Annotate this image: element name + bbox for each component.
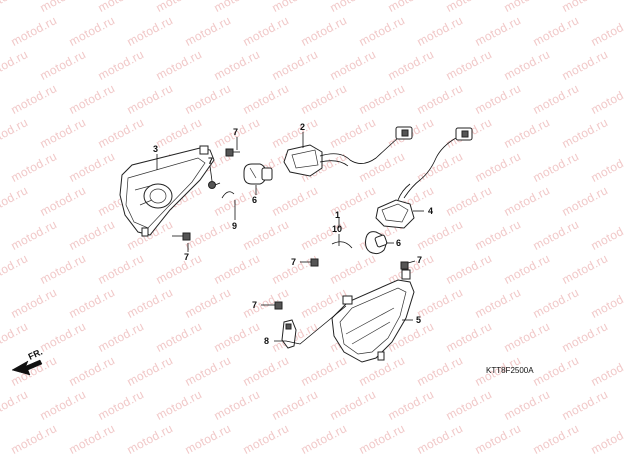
right-turn-signal-housing <box>331 269 415 363</box>
screw-7b <box>208 181 221 189</box>
callout-1: 1 <box>335 210 340 220</box>
callout-5: 5 <box>416 315 421 325</box>
bulb-6b <box>365 231 388 255</box>
callout-7e: 7 <box>417 255 422 265</box>
forward-arrow-icon <box>11 359 43 376</box>
bulb-6a <box>243 163 273 185</box>
callout-7f: 7 <box>252 300 257 310</box>
callout-7b: 7 <box>208 156 213 166</box>
socket-harness-2 <box>283 126 413 177</box>
callout-9: 9 <box>232 221 237 231</box>
callout-2: 2 <box>300 122 305 132</box>
screw-7e <box>400 261 409 270</box>
screw-7a <box>225 148 240 157</box>
callout-3: 3 <box>153 144 158 154</box>
callout-6b: 6 <box>396 238 401 248</box>
screw-7c <box>172 232 191 241</box>
callout-7d: 7 <box>291 257 296 267</box>
callout-8: 8 <box>264 336 269 346</box>
callout-4: 4 <box>428 206 433 216</box>
forward-direction-indicator: FR. <box>11 347 44 376</box>
clip-9 <box>221 191 235 199</box>
callout-7a: 7 <box>233 127 238 137</box>
socket-harness-4 <box>375 127 473 229</box>
callout-10: 10 <box>332 224 342 234</box>
forward-label: FR. <box>27 347 44 362</box>
screw-7d <box>310 258 319 267</box>
callout-6a: 6 <box>252 195 257 205</box>
callout-7c: 7 <box>184 252 189 262</box>
clip-10 <box>331 241 353 249</box>
left-turn-signal-housing <box>119 145 215 237</box>
diagram-reference-code: KTT8F2500A <box>486 366 534 375</box>
bracket-8 <box>281 319 297 349</box>
callouts: 3 7 7 7 6 9 2 4 1 10 6 7 7 7 5 8 <box>153 122 433 346</box>
leader-lines <box>156 132 424 345</box>
screw-7f <box>274 301 283 310</box>
